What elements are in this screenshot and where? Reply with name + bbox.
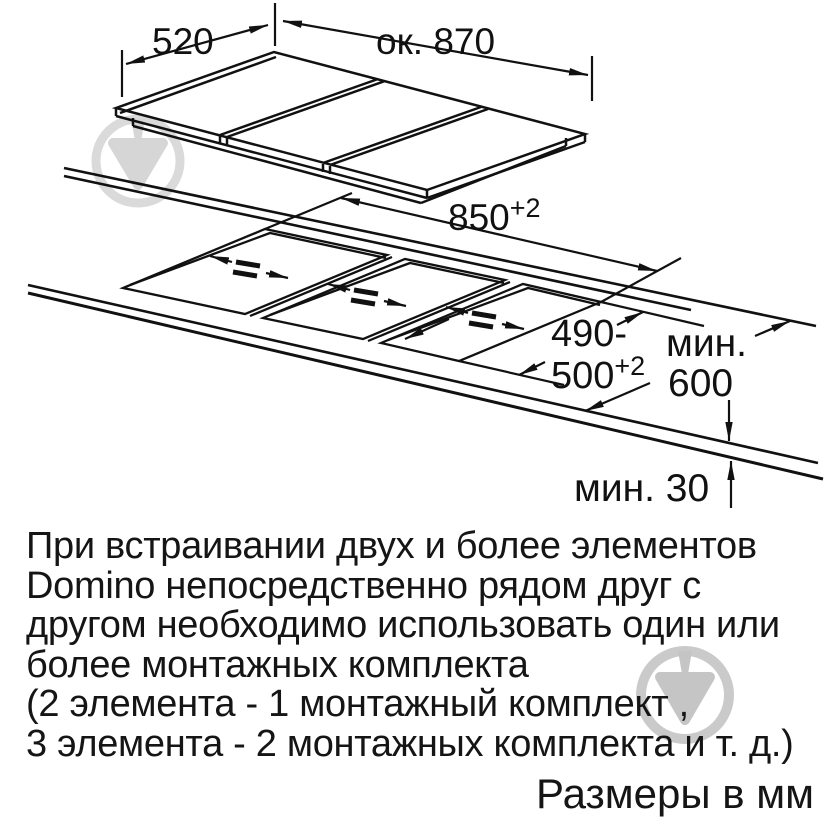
alignment-arrow	[404, 317, 450, 341]
extension-line	[458, 359, 565, 387]
installation-note: При встраивании двух и более элементов D…	[26, 525, 826, 765]
note-line: При встраивании двух и более элементов	[26, 525, 757, 567]
dim-500-label: 500+2	[551, 351, 645, 397]
equal-mark-cutout-3	[445, 305, 525, 331]
equal-mark-cutout-1	[209, 254, 289, 280]
worktop-front-edge	[27, 283, 819, 465]
dim-850-label: 850+2	[448, 193, 541, 238]
extension-line	[600, 300, 705, 328]
worktop-back-edge	[63, 166, 817, 328]
dim-stub-upper	[616, 311, 644, 326]
note-line: более монтажных комплекта	[26, 643, 529, 686]
cutout-3-inner-wall	[387, 286, 601, 342]
cutout-2	[259, 257, 509, 341]
dim-min-600-word: мин.	[666, 322, 747, 365]
dim-stub-upper	[754, 319, 791, 338]
watermark-stem	[678, 651, 692, 674]
dim-line-870	[282, 19, 589, 77]
dim-min-600	[584, 319, 791, 413]
bridge-1-rail	[249, 255, 393, 318]
watermark-triangle	[655, 672, 715, 725]
note-line: другом необходимо использовать один или	[26, 604, 780, 646]
bridge-2-rail	[367, 280, 511, 343]
cutouts-drawing	[119, 227, 605, 363]
cutout-1	[119, 227, 391, 316]
equal-spacing-marks	[209, 254, 525, 341]
dim-870-label: ок. 870	[376, 21, 495, 62]
technical-drawing: 520 ок. 870	[27, 3, 824, 510]
cooktop-drawing	[111, 50, 590, 205]
dim-490-500	[458, 300, 705, 387]
extension-line	[264, 191, 353, 231]
watermark-stem	[131, 119, 145, 141]
cooktop-dimensions	[120, 3, 594, 101]
dim-850	[264, 191, 682, 303]
dim-min-30-label: мин. 30	[574, 467, 709, 510]
dim-line-520	[125, 23, 269, 66]
brand-watermark-icon	[636, 646, 734, 744]
brand-watermark-icon	[91, 114, 185, 208]
extension-line	[600, 257, 682, 303]
units-label: Размеры в мм	[536, 770, 814, 817]
note-line: Domino непосредственно рядом друг с	[26, 564, 701, 607]
worktop-front-bottom-edge	[27, 291, 824, 481]
dim-stub-lower	[584, 381, 651, 413]
dim-min-30	[725, 400, 735, 508]
dim-min-600-value: 600	[668, 362, 733, 405]
dim-520-label: 520	[152, 21, 214, 62]
dim-line-850	[340, 196, 658, 273]
worktop-back-edge-inner	[63, 174, 692, 312]
note-line: (2 элемента - 1 монтажный комплект ,	[26, 683, 689, 725]
cooktop-top-face	[111, 50, 590, 192]
dim-490-label: 490-	[551, 313, 627, 355]
watermark-triangle	[108, 138, 168, 190]
note-line: 3 элемента - 2 монтажных комплекта и т. …	[26, 722, 794, 765]
dim-stub-lower	[518, 361, 546, 376]
equal-mark-cutout-2	[327, 282, 407, 308]
cutout-1-inner-wall	[129, 231, 387, 287]
